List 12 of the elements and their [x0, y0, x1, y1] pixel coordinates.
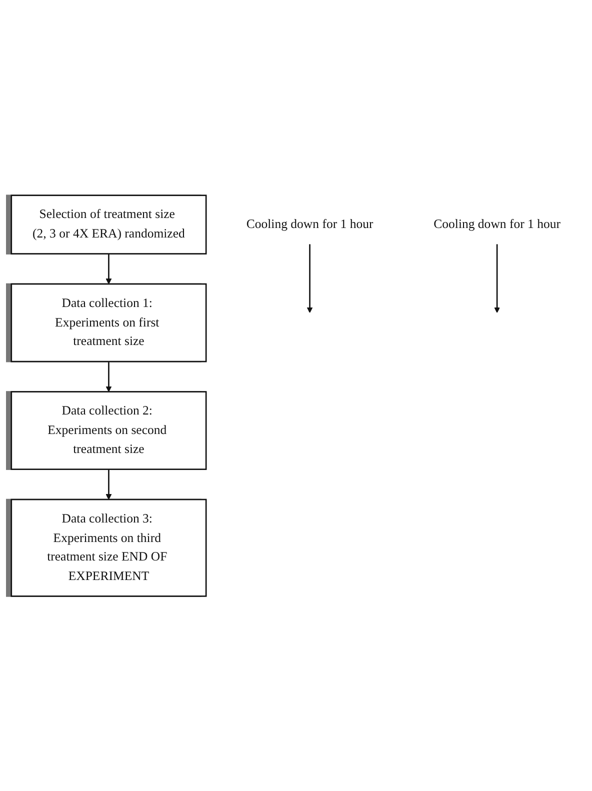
node-box [10, 194, 207, 254]
node-box [10, 390, 207, 470]
arrow [106, 361, 112, 392]
node-text: Cooling down for 1 hour [246, 216, 374, 231]
node-text: Cooling down for 1 hour [434, 216, 560, 231]
arrow [494, 244, 500, 313]
arrow [306, 244, 313, 313]
node-box [10, 283, 207, 362]
arrow [106, 254, 112, 284]
node-box [10, 498, 207, 597]
arrow [106, 469, 112, 500]
flowchart: Selection of treatment size (2, 3 or 4X ERA) randomized Data collection 1: Experiments on first treatment size Cooling down for 1 hour Data collection 2: Experiments on second treatment size Cooling down for 1 hour Data collection 3: Experiments on third treatment size END OF EXPERIMENT [6, 190, 586, 602]
